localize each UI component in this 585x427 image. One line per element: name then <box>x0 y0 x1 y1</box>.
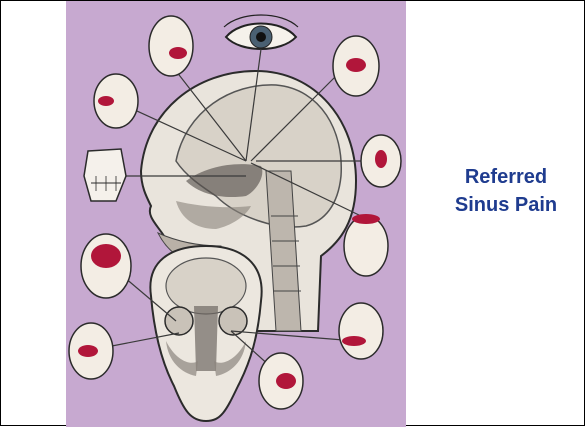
referred-head-mid-left <box>81 234 131 298</box>
referred-head-top-left <box>149 16 193 76</box>
referred-head-bottom-left <box>69 323 113 379</box>
sinus-pain-illustration <box>66 1 406 427</box>
referred-head-upper-left <box>94 74 138 128</box>
slide-title: Referred Sinus Pain <box>431 163 581 219</box>
referred-head-lower-right <box>339 303 383 359</box>
illustration-svg <box>66 1 406 427</box>
skull-profile <box>84 149 126 201</box>
title-line-2: Sinus Pain <box>431 191 581 219</box>
referred-head-back-right <box>361 135 401 187</box>
referred-head-bottom-center <box>259 353 303 409</box>
referred-head-top-right <box>333 36 379 96</box>
title-line-1: Referred <box>431 163 581 191</box>
